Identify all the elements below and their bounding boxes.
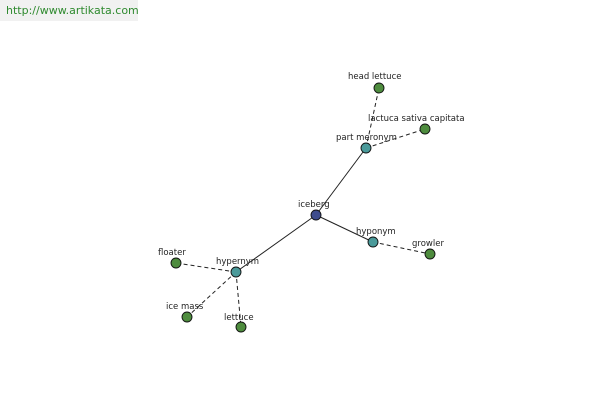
- edge-part-meronym-to-lactuca-sativa-capitata: [365, 128, 426, 149]
- node-floater[interactable]: [170, 257, 182, 269]
- node-label-growler: growler: [412, 239, 444, 249]
- edges-layer: [175, 87, 431, 328]
- url-banner: http://www.artikata.com: [0, 0, 139, 21]
- node-hyponym[interactable]: [367, 236, 379, 248]
- node-label-lactuca-sativa-capitata: lactuca sativa capitata: [368, 114, 465, 124]
- node-hypernym[interactable]: [230, 266, 242, 278]
- node-label-head-lettuce: head lettuce: [348, 72, 401, 82]
- node-lettuce[interactable]: [235, 321, 247, 333]
- node-growler[interactable]: [424, 248, 436, 260]
- node-label-floater: floater: [158, 248, 186, 258]
- edge-iceberg-to-hypernym: [235, 214, 317, 273]
- node-label-ice-mass: ice mass: [166, 302, 204, 312]
- labels-layer: iceberg part meronym hyponym hypernym head l…: [158, 72, 465, 323]
- node-label-iceberg: iceberg: [298, 200, 330, 210]
- edge-part-meronym-to-head-lettuce: [365, 87, 380, 149]
- nodes-layer: [170, 82, 436, 333]
- node-ice-mass[interactable]: [181, 311, 193, 323]
- edge-hypernym-to-floater: [175, 262, 237, 273]
- node-label-lettuce: lettuce: [224, 313, 254, 323]
- edge-iceberg-to-hyponym: [315, 214, 374, 243]
- node-label-part-meronym: part meronym: [336, 133, 397, 143]
- edge-iceberg-to-part-meronym: [315, 147, 367, 216]
- node-part-meronym[interactable]: [360, 142, 372, 154]
- edge-hypernym-to-lettuce: [235, 271, 242, 328]
- site-url-link[interactable]: http://www.artikata.com: [6, 4, 139, 17]
- node-lactuca-sativa-capitata[interactable]: [419, 123, 431, 135]
- node-head-lettuce[interactable]: [373, 82, 385, 94]
- edge-hyponym-to-growler: [372, 241, 431, 255]
- node-iceberg[interactable]: [310, 209, 322, 221]
- node-label-hypernym: hypernym: [216, 257, 259, 267]
- node-label-hyponym: hyponym: [356, 227, 396, 237]
